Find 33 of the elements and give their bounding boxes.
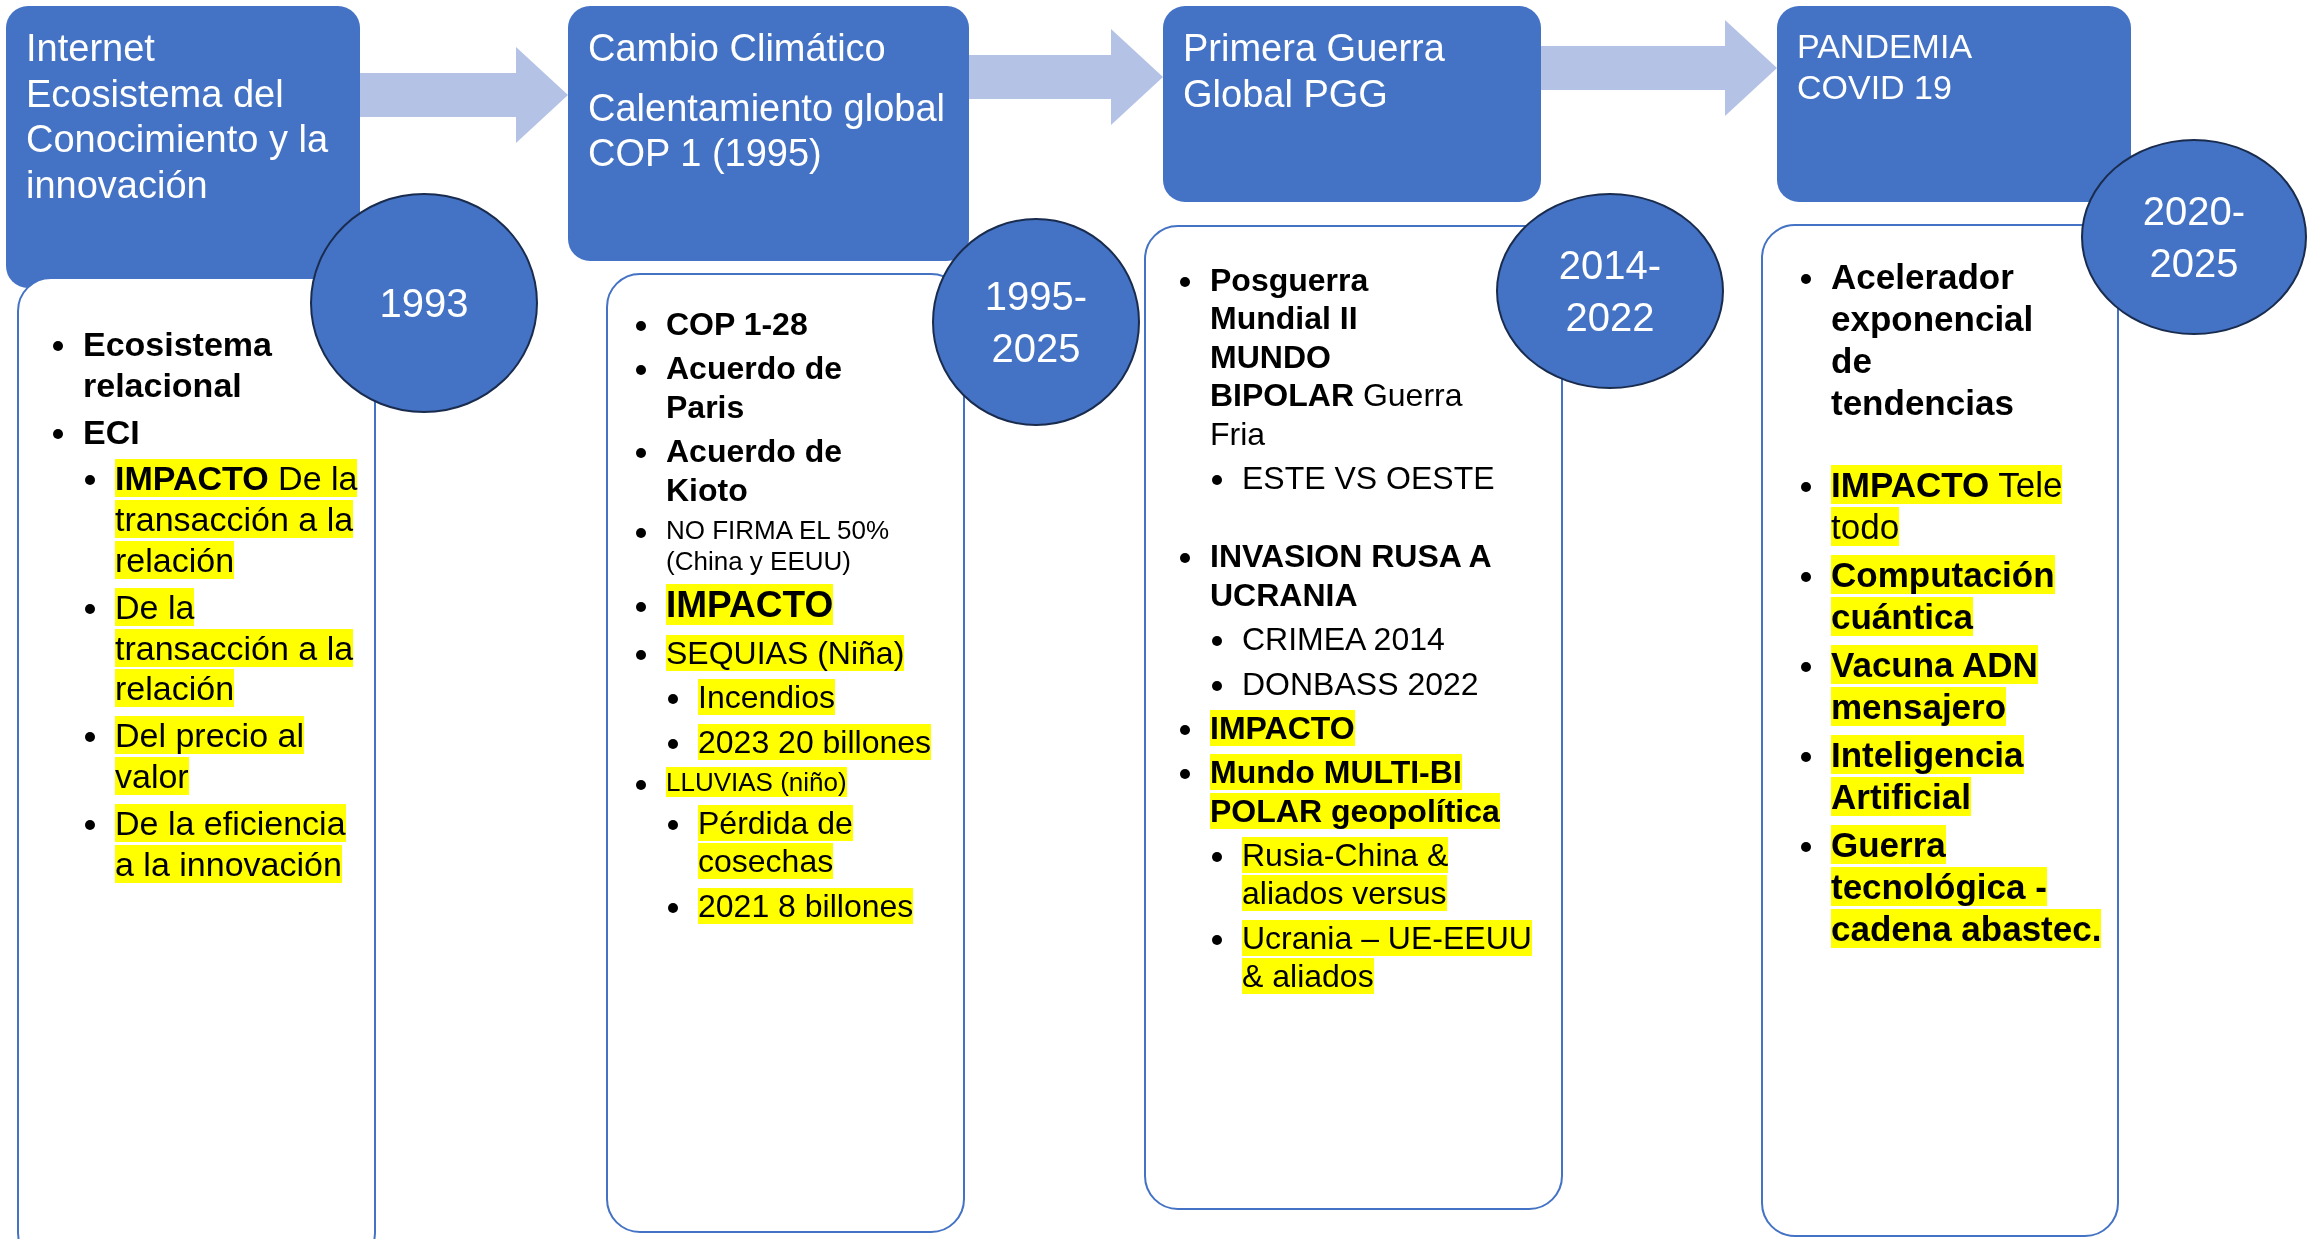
bullet-item: INVASION RUSA A UCRANIA <box>1172 537 1547 615</box>
bullet-item: Acuerdo de Kioto <box>628 432 949 509</box>
block-arrow <box>969 29 1163 125</box>
title-box <box>1777 6 2131 202</box>
bullet-item: ECI <box>45 411 360 453</box>
title-text: PANDEMIA <box>1797 26 1974 67</box>
title-text: Primera Guerra Global PGG <box>1183 26 1446 117</box>
year-text: 1993 <box>378 280 470 327</box>
bullet-item: IMPACTO <box>1172 708 1547 748</box>
title-text: COVID 19 <box>1797 66 1953 108</box>
bullet-item: ESTE VS OESTE <box>1172 458 1547 498</box>
block-arrow <box>360 47 568 143</box>
title-text: Calentamiento global <box>588 85 946 131</box>
title-text: Internet <box>26 26 156 71</box>
bullet-item: CRIMEA 2014 <box>1172 620 1547 659</box>
year-text: 2020-2025 <box>2141 188 2247 287</box>
content-box <box>606 273 965 1233</box>
bullet-item: Pérdida de cosechas <box>628 804 949 881</box>
bullet-item: Incendios <box>628 678 949 717</box>
content-box <box>17 277 376 1239</box>
bullet-item: DONBASS 2022 <box>1172 664 1547 703</box>
bullet-item: NO FIRMA EL 50% (China y EEUU) <box>628 514 949 578</box>
bullet-item: IMPACTO <box>628 583 949 628</box>
title-box <box>1163 6 1541 202</box>
title-box <box>6 6 360 288</box>
content-box <box>1761 224 2119 1237</box>
title-text: Cambio Climático <box>588 26 887 71</box>
block-arrow <box>1541 20 1777 116</box>
title-box <box>568 6 969 261</box>
title-text: COP 1 (1995) <box>588 131 823 177</box>
title-text: Ecosistema del Conocimiento y la innovación <box>26 71 330 208</box>
year-text: 1995-2025 <box>983 273 1089 372</box>
year-text: 2014-2022 <box>1557 242 1663 341</box>
